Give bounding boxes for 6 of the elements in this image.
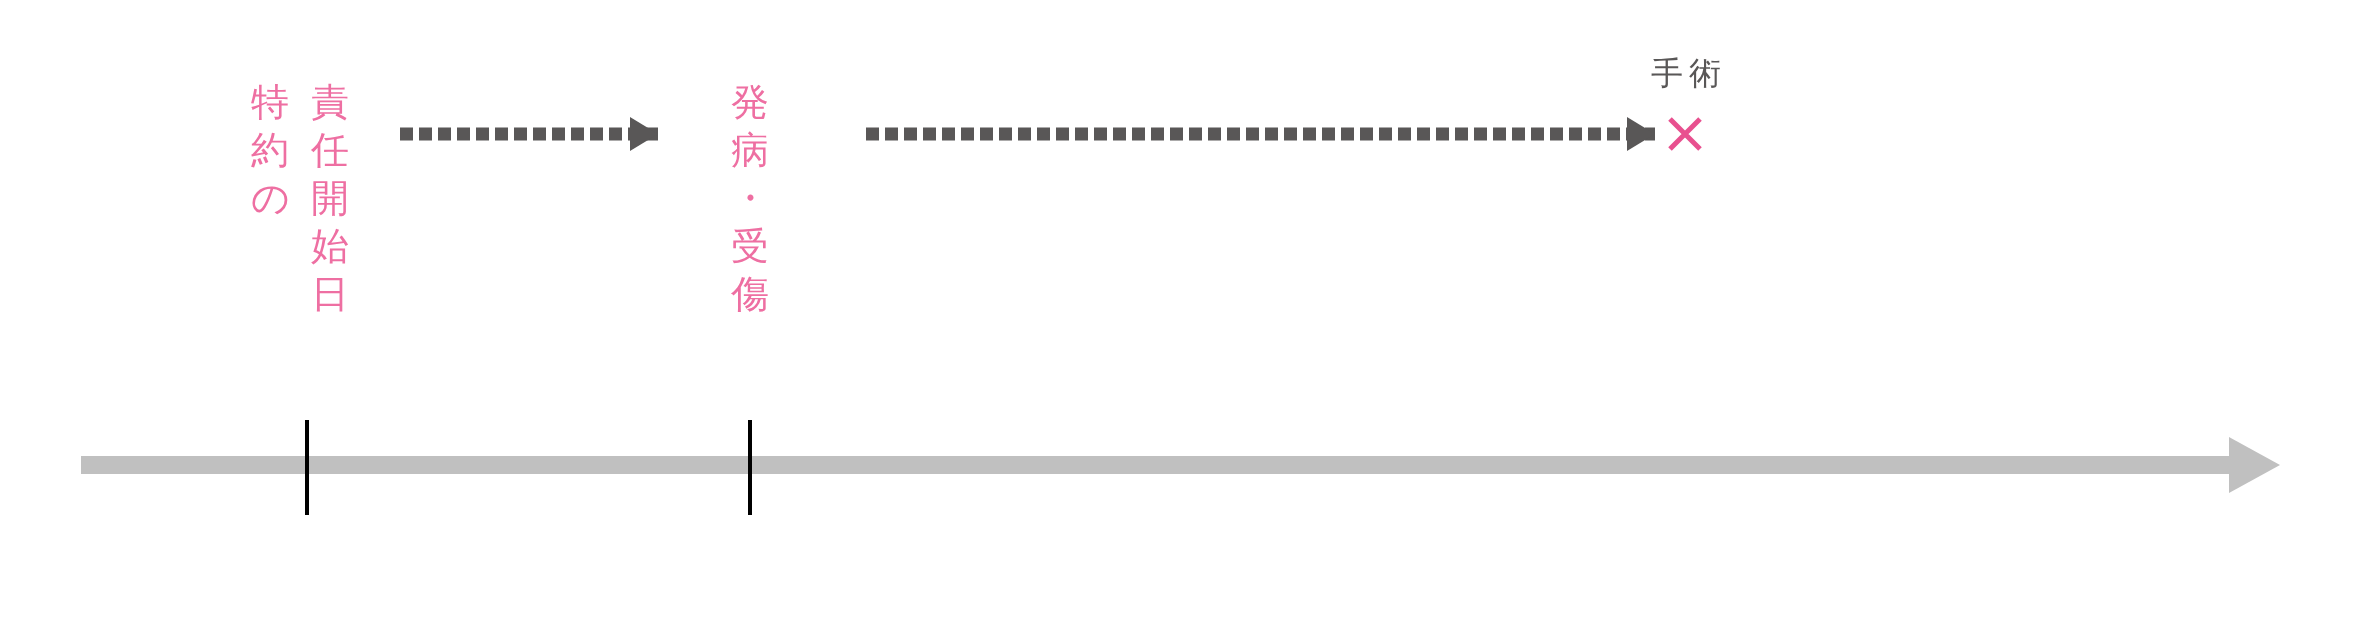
event-label: 手術 <box>1651 53 1721 94</box>
vertical-label: 特約の <box>250 79 290 222</box>
arrow <box>866 117 1655 151</box>
vertical-label: 発病・受傷 <box>730 79 770 318</box>
arrow <box>400 117 658 151</box>
vertical-label: 責任開始日 <box>310 79 350 318</box>
